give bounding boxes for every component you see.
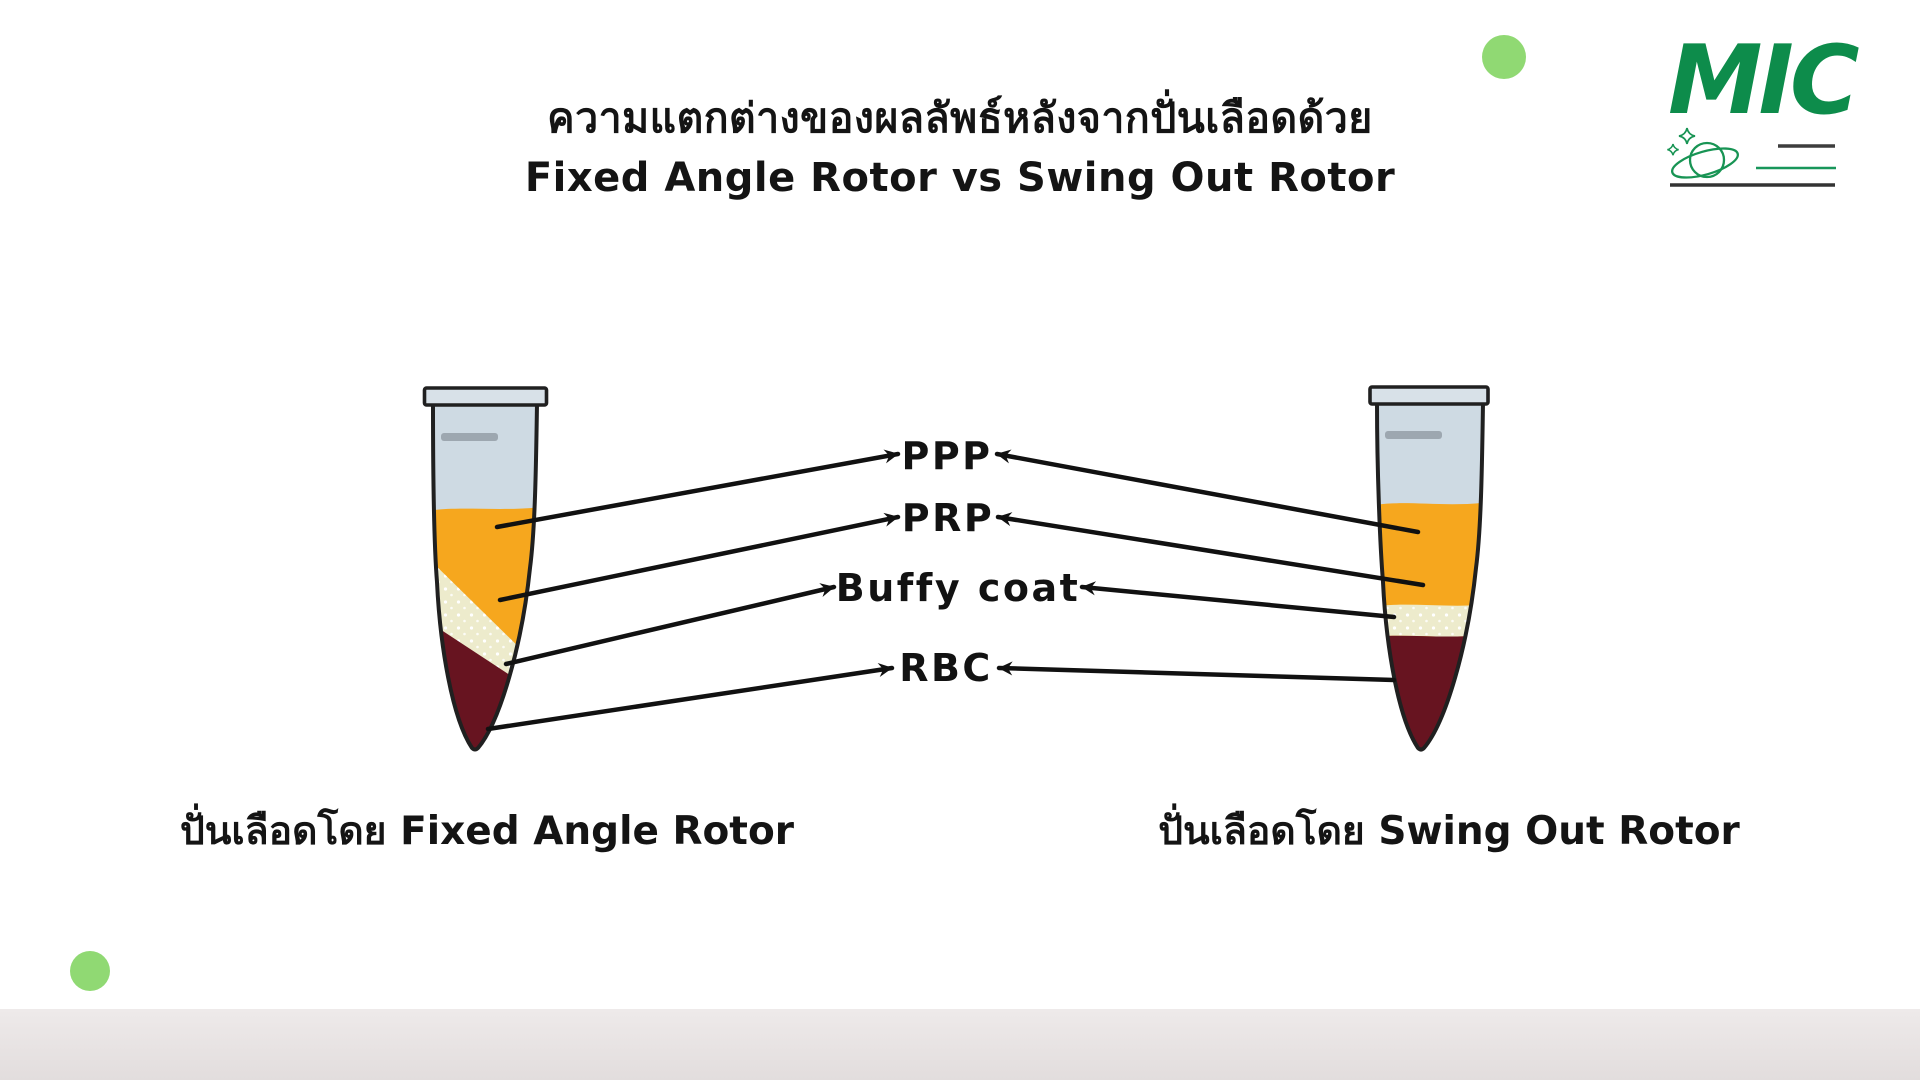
leader-line bbox=[485, 663, 895, 732]
logo-art bbox=[1667, 127, 1836, 187]
layer-label-rbc: RBC bbox=[899, 646, 993, 690]
leader-line bbox=[995, 512, 1426, 588]
fixed-angle-tube bbox=[422, 386, 549, 752]
logo: MIC bbox=[1666, 30, 1860, 195]
saturn-icon bbox=[1671, 141, 1739, 179]
star-icon bbox=[1667, 143, 1679, 156]
caption-fixed-angle-rotor: ปั่นเลือดโดย Fixed Angle Rotor bbox=[180, 809, 794, 854]
page-title-english: Fixed Angle Rotor vs Swing Out Rotor bbox=[524, 155, 1396, 202]
leader-line bbox=[503, 583, 837, 667]
title-block: ความแตกต่างของผลลัพธ์หลังจากปั่นเลือดด้ว… bbox=[0, 92, 1920, 201]
tube-cap bbox=[422, 386, 549, 407]
leader-line bbox=[994, 449, 1421, 535]
tube-cap bbox=[1368, 385, 1490, 406]
layer-label-ppp: PPP bbox=[901, 434, 993, 478]
caption-swing-out-rotor: ปั่นเลือดโดย Swing Out Rotor bbox=[1158, 809, 1740, 854]
logo-text: MIC bbox=[1668, 26, 1860, 136]
leader-lines bbox=[485, 449, 1426, 732]
green-dot-bottom bbox=[70, 951, 110, 991]
leader-line bbox=[494, 449, 901, 530]
star-icon bbox=[1678, 127, 1696, 145]
leader-line bbox=[497, 512, 901, 603]
layer-label-buffy-coat: Buffy coat bbox=[835, 566, 1081, 610]
footer-bar bbox=[0, 1009, 1920, 1080]
layer-label-prp: PRP bbox=[901, 496, 995, 540]
green-dot-top bbox=[1482, 35, 1526, 79]
tube-volume-mark bbox=[1385, 431, 1442, 439]
leader-line bbox=[996, 661, 1397, 683]
leader-line bbox=[1079, 581, 1397, 620]
tube-volume-mark bbox=[441, 433, 498, 441]
page-title-thai: ความแตกต่างของผลลัพธ์หลังจากปั่นเลือดด้ว… bbox=[547, 94, 1373, 142]
swing-out-tube bbox=[1368, 385, 1490, 752]
